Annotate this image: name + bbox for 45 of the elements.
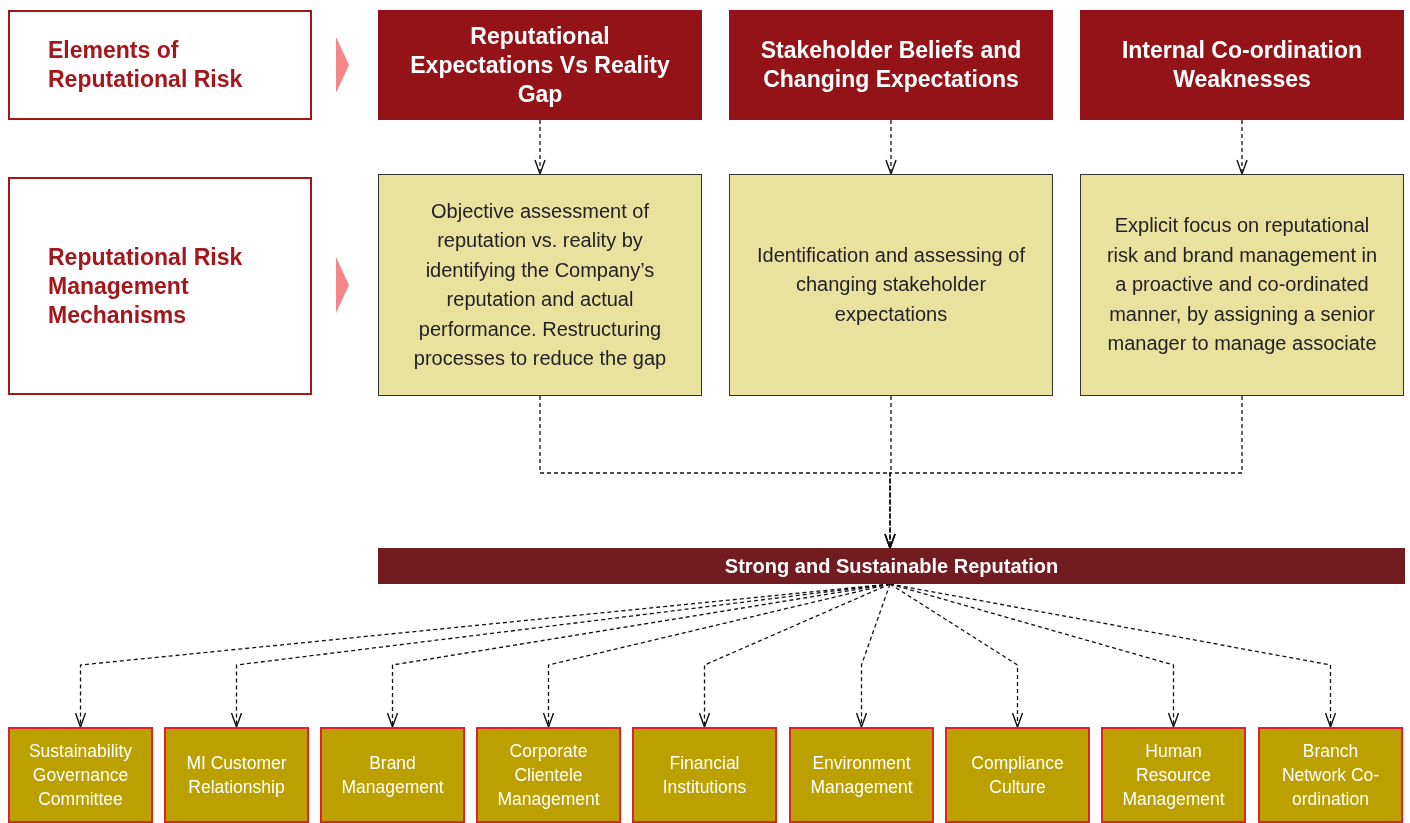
dashed-arrow — [698, 583, 891, 728]
dashed-arrow — [889, 583, 1024, 728]
pillar-box — [476, 727, 621, 823]
box-label: Reputational Risk Management Mechanisms — [48, 242, 244, 330]
box-label: Explicit focus on reputational risk and brand management in a proactive and co-ordinated manner, by assigning a senior manager to manage associate — [1105, 213, 1379, 357]
pillar-box — [1258, 727, 1403, 823]
dashed-arrow — [855, 583, 891, 728]
row-heading-box — [8, 177, 312, 395]
dashed-arrow — [885, 119, 897, 175]
pillar-box — [164, 727, 309, 823]
mechanism-box — [729, 174, 1053, 396]
box-label: Sustainability Governance Committee — [27, 740, 134, 811]
dashed-arrow — [884, 395, 1243, 549]
box-label: Corporate Clientele Management — [496, 740, 601, 811]
pillar-box — [320, 727, 465, 823]
box-label: Stakeholder Beliefs and Changing Expectations — [759, 36, 1023, 94]
box-label: Internal Co-ordination Weaknesses — [1120, 36, 1364, 94]
box-label: Human Resource Management — [1121, 740, 1226, 811]
pillar-box — [632, 727, 777, 823]
box-label: Objective assessment of reputation vs. reality by identifying the Company’s reputation and actual performance. Restructuring processes to reduce the gap — [412, 198, 668, 371]
risk-element-box — [729, 10, 1053, 120]
box-label: Financial Institutions — [661, 752, 748, 799]
chevron-arrow — [336, 257, 349, 313]
dashed-arrow — [534, 119, 546, 175]
risk-element-box — [1080, 10, 1404, 120]
dashed-arrow — [1236, 119, 1248, 175]
box-label: Branch Network Co-ordination — [1280, 740, 1381, 811]
box-label: Reputational Expectations Vs Reality Gap — [409, 21, 671, 109]
box-label: Strong and Sustainable Reputation — [724, 554, 1059, 578]
chevron-arrow — [336, 37, 349, 93]
box-label: Brand Management — [340, 752, 445, 799]
outcome-bar — [378, 548, 1405, 584]
risk-element-box — [378, 10, 702, 120]
pillar-box — [1101, 727, 1246, 823]
row-heading-box — [8, 10, 312, 120]
box-label: Elements of Reputational Risk — [48, 36, 244, 94]
mechanism-box — [1080, 174, 1404, 396]
box-label: Identification and assessing of changing stakeholder expectations — [756, 242, 1026, 327]
box-label: Environment Management — [809, 752, 914, 799]
pillar-box — [945, 727, 1090, 823]
pillar-box — [8, 727, 153, 823]
pillar-box — [789, 727, 934, 823]
mechanism-box — [378, 174, 702, 396]
box-label: MI Customer Relationship — [185, 752, 288, 799]
box-label: Compliance Culture — [970, 752, 1065, 799]
